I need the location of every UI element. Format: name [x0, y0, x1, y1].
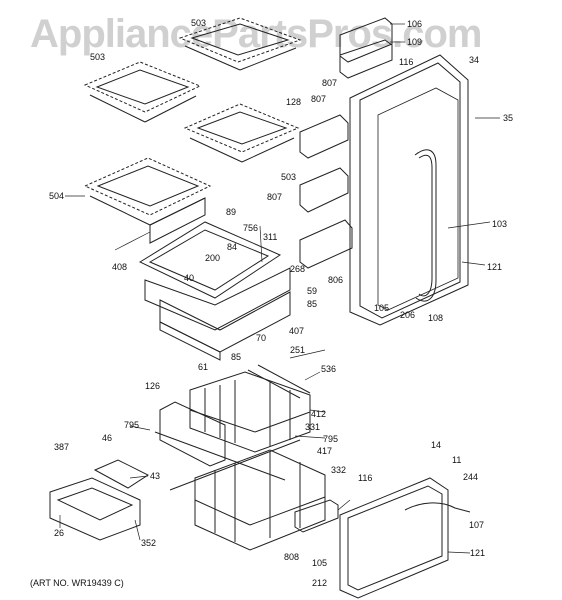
callout-206: 206 [400, 310, 416, 320]
callout-756: 756 [243, 223, 259, 233]
callout-26: 26 [54, 528, 65, 538]
callout-121-upper: 121 [487, 262, 503, 272]
door-bin-106 [339, 17, 393, 79]
callout-331: 331 [305, 422, 321, 432]
callout-106: 106 [407, 19, 423, 29]
freezer-door-bin [294, 499, 339, 533]
callout-116-upper: 116 [399, 57, 414, 67]
freezer-door [339, 477, 471, 599]
lower-freezer-basket [194, 449, 326, 551]
callout-40: 40 [184, 273, 195, 283]
callout-128: 128 [286, 97, 302, 107]
callout-200: 200 [205, 253, 221, 263]
watermark: AppliancePartsPros.com [30, 12, 482, 56]
callout-352: 352 [141, 538, 157, 548]
freezer-slide-rails [154, 364, 311, 491]
callout-536: 536 [321, 364, 337, 374]
callout-417: 417 [317, 446, 333, 456]
shelf-504 [83, 157, 212, 244]
callout-109: 109 [407, 37, 423, 47]
callout-105-upper: 105 [374, 303, 390, 313]
door-bin-807-upper [299, 114, 349, 159]
fresh-food-door [349, 54, 469, 326]
callout-108: 108 [428, 313, 444, 323]
callout-89: 89 [226, 207, 237, 217]
callout-43: 43 [150, 471, 161, 481]
shelf-503-mid [183, 103, 300, 163]
callout-35: 35 [503, 113, 514, 123]
callout-795-left: 795 [124, 420, 140, 430]
upper-freezer-basket [189, 371, 311, 453]
callout-46: 46 [102, 433, 113, 443]
callout-251: 251 [290, 345, 306, 355]
callout-85-bottom: 85 [231, 352, 242, 362]
callout-14: 14 [431, 440, 442, 450]
callout-807-b: 807 [311, 94, 327, 104]
callout-84: 84 [227, 242, 238, 252]
callout-11: 11 [452, 455, 462, 465]
callout-807-c: 807 [267, 192, 283, 202]
callout-268: 268 [290, 264, 306, 274]
callout-126: 126 [145, 381, 161, 391]
callout-503-left: 503 [90, 52, 106, 62]
shelf-503-top [178, 17, 302, 71]
callout-107: 107 [469, 520, 485, 530]
door-bin-806 [299, 219, 353, 269]
callout-85-right: 85 [307, 299, 318, 309]
callout-105-lower: 105 [312, 558, 328, 568]
crisper-cover [138, 221, 291, 331]
callout-795-right: 795 [323, 434, 339, 444]
callout-332: 332 [331, 465, 347, 475]
callout-407: 407 [289, 326, 305, 336]
callout-504: 504 [49, 191, 65, 201]
callout-387: 387 [54, 442, 70, 452]
callout-121-lower: 121 [470, 548, 486, 558]
callout-412: 412 [311, 409, 327, 419]
callout-34: 34 [469, 55, 480, 65]
callout-116-lower: 116 [358, 473, 373, 483]
callout-244: 244 [463, 472, 479, 482]
shelf-503-left [83, 61, 202, 123]
art-number: (ART NO. WR19439 C) [30, 578, 124, 588]
callout-59: 59 [307, 286, 318, 296]
ice-bin [49, 459, 150, 541]
callout-70: 70 [256, 333, 267, 343]
callout-408: 408 [112, 262, 128, 272]
callout-806: 806 [328, 275, 344, 285]
callout-212: 212 [312, 578, 328, 588]
callout-311: 311 [263, 232, 278, 242]
callout-503-mid: 503 [281, 172, 297, 182]
leader-lines [59, 23, 500, 554]
callout-808: 808 [284, 552, 300, 562]
door-bin-807-mid [299, 167, 349, 213]
callout-807-a: 807 [322, 78, 338, 88]
callout-61: 61 [198, 362, 209, 372]
callout-503-top: 503 [191, 18, 207, 28]
callout-103: 103 [492, 219, 508, 229]
crisper-drawer [159, 291, 291, 361]
